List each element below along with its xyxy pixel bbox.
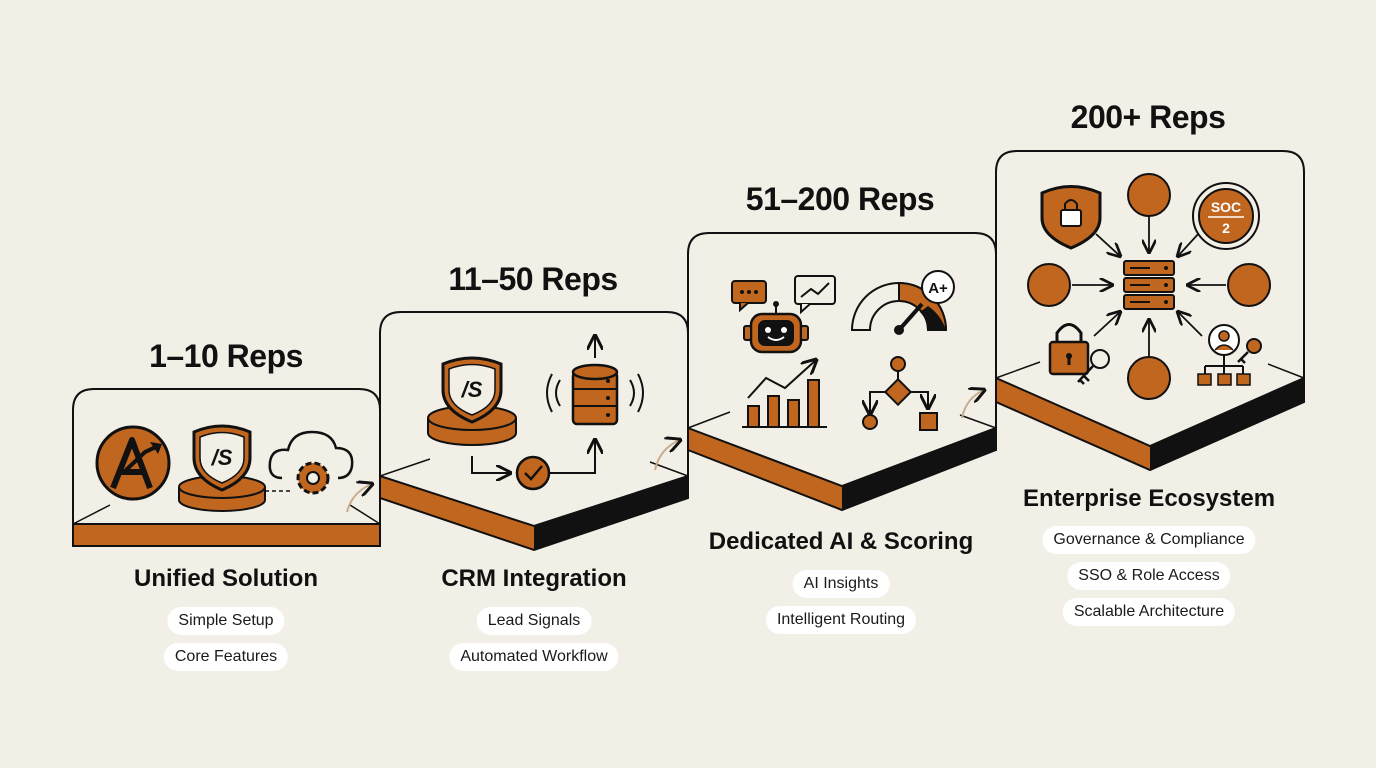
step-arrow-1 <box>346 484 372 513</box>
stage-4-size-label: 200+ Reps <box>1070 99 1226 135</box>
stage-1-size-label: 1–10 Reps <box>149 338 303 374</box>
soc-level-text: 2 <box>1222 220 1230 236</box>
platform-stage-4 <box>995 150 1305 472</box>
feature-pill: Simple Setup <box>167 607 285 635</box>
stage-2-name: CRM Integration <box>441 565 627 592</box>
database-icon <box>546 336 644 426</box>
enterprise-network <box>1027 173 1271 400</box>
lock-shield-icon <box>1040 185 1102 250</box>
stage-3-name: Dedicated AI & Scoring <box>708 528 974 555</box>
feature-pill: SSO & Role Access <box>1067 562 1231 590</box>
flowchart-icon <box>862 356 938 431</box>
stage-3-size-label: 51–200 Reps <box>745 181 935 217</box>
platform-stage-3 <box>687 232 997 512</box>
padlock-key-icon <box>1048 323 1110 385</box>
stage-4-name: Enterprise Ecosystem <box>1022 485 1276 512</box>
soc-text: SOC <box>1211 199 1241 215</box>
feature-pill: AI Insights <box>792 570 890 598</box>
platform-stage-1 <box>72 388 381 547</box>
feature-pill: Intelligent Routing <box>765 606 917 634</box>
step-arrow-3 <box>961 390 984 419</box>
feature-pill: Governance & Compliance <box>1042 526 1256 554</box>
server-icon <box>1123 260 1175 310</box>
logo-text: /S <box>461 377 483 402</box>
step-arrow-2 <box>654 440 680 471</box>
feature-pill: Lead Signals <box>476 607 592 635</box>
feature-pill: Automated Workflow <box>449 643 619 671</box>
feature-pill: Scalable Architecture <box>1062 598 1236 626</box>
shield-logo-icon: /S <box>427 356 517 446</box>
chat-icon <box>731 275 836 315</box>
cloud-gear-icon <box>265 430 354 495</box>
grade-text: A+ <box>928 280 948 297</box>
logo-text: /S <box>211 445 233 470</box>
check-icon <box>471 440 595 491</box>
gauge-icon: A+ <box>850 270 955 335</box>
robot-icon <box>743 301 809 354</box>
stage-2-size-label: 11–50 Reps <box>448 261 618 297</box>
soc2-badge-icon: SOC 2 <box>1192 182 1260 250</box>
feature-pill: Core Features <box>163 643 289 671</box>
trend-chart-icon <box>742 360 827 428</box>
platform-stage-2 <box>379 311 689 552</box>
growth-logo-icon <box>95 425 171 501</box>
stage-1-name: Unified Solution <box>134 565 318 592</box>
user-key-icon <box>1197 324 1262 386</box>
shield-logo-icon: /S <box>178 424 266 512</box>
